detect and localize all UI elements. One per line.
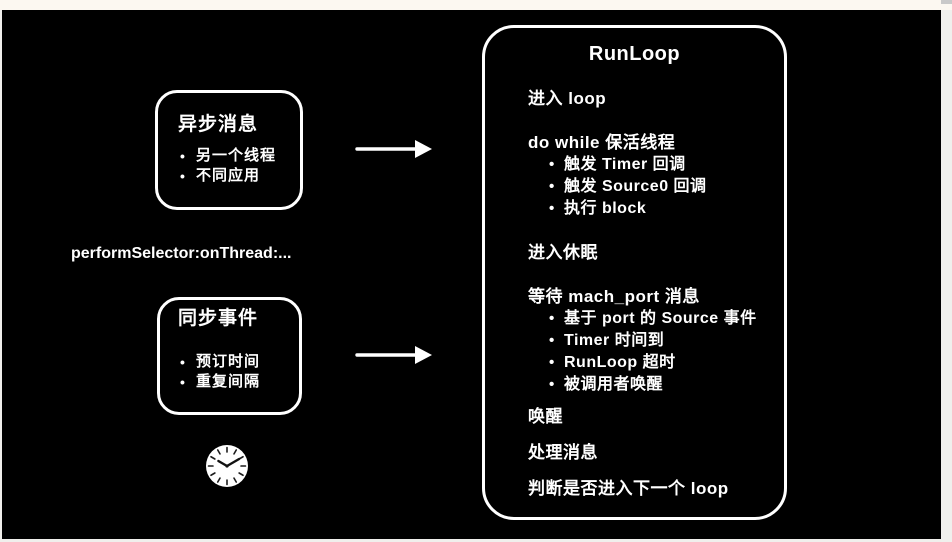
runloop-line: 触发 Timer 回调 <box>528 154 770 176</box>
frame-corner <box>941 0 952 4</box>
bullet-item: 重复间隔 <box>178 372 289 392</box>
runloop-line: 被调用者唤醒 <box>528 374 770 396</box>
async-message-box: 异步消息 另一个线程 不同应用 <box>155 90 303 210</box>
sync-box-title: 同步事件 <box>178 308 259 329</box>
runloop-line: 处理消息 <box>528 443 598 462</box>
runloop-lines: 进入 loop do while 保活线程 触发 Timer 回调 触发 Sou… <box>528 88 770 500</box>
bullet-item: 预订时间 <box>178 352 289 372</box>
sync-box-bullets: 预订时间 重复间隔 <box>178 352 289 392</box>
runloop-line: do while 保活线程 <box>528 133 676 152</box>
runloop-line: 执行 block <box>528 198 770 220</box>
slide-canvas: 异步消息 另一个线程 不同应用 performSelector:onThread… <box>2 10 941 539</box>
runloop-line: 触发 Source0 回调 <box>528 176 770 198</box>
runloop-line: 等待 mach_port 消息 <box>528 287 700 306</box>
runloop-line: 判断是否进入下一个 loop <box>528 479 729 498</box>
perform-selector-label: performSelector:onThread:... <box>71 245 292 262</box>
runloop-line: 进入 loop <box>528 89 607 108</box>
async-box-bullets: 另一个线程 不同应用 <box>178 146 290 186</box>
arrow-right-icon-bottom <box>355 346 432 364</box>
clock-icon <box>206 445 248 487</box>
bullet-item: 另一个线程 <box>178 146 290 166</box>
sync-event-box: 同步事件 预订时间 重复间隔 <box>157 297 302 415</box>
runloop-title: RunLoop <box>588 43 681 65</box>
runloop-box: RunLoop 进入 loop do while 保活线程 触发 Timer 回… <box>482 25 787 520</box>
runloop-line: 进入休眠 <box>528 243 598 262</box>
async-box-title: 异步消息 <box>178 114 259 135</box>
runloop-line: 基于 port 的 Source 事件 <box>528 308 770 330</box>
frame-top-strip <box>0 0 952 10</box>
runloop-line: Timer 时间到 <box>528 330 770 352</box>
arrow-right-icon-top <box>355 140 432 158</box>
runloop-line: 唤醒 <box>528 407 563 426</box>
runloop-line: RunLoop 超时 <box>528 352 770 374</box>
bullet-item: 不同应用 <box>178 166 290 186</box>
frame-right-strip <box>941 10 952 542</box>
